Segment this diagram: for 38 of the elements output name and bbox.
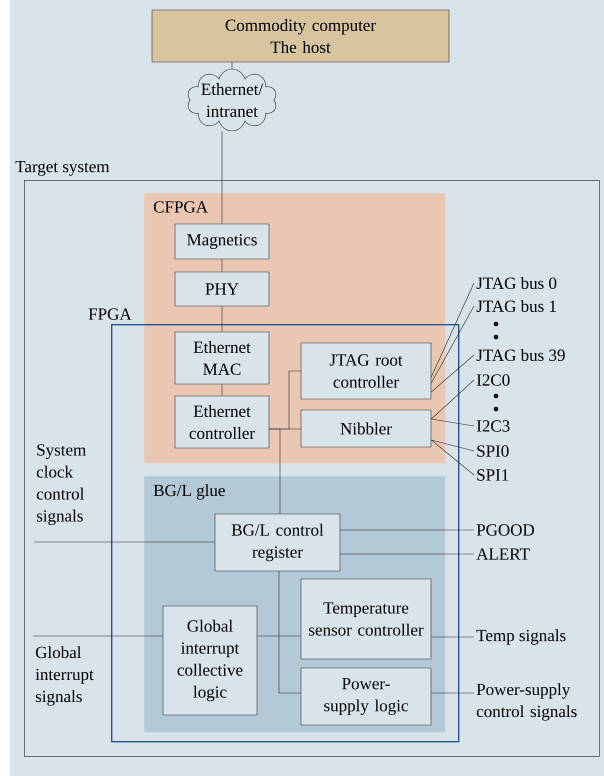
node-label: FPGA [88, 308, 132, 320]
signal-label: PGOOD [476, 524, 534, 536]
signal-label: Power-supply control signals [476, 683, 577, 721]
signal-label: I2C0 [476, 374, 510, 386]
block-box: Ethernet controller [174, 396, 270, 448]
block-box: BG/L control register [214, 514, 340, 572]
connector-line [431, 636, 474, 638]
connector-line [431, 282, 474, 378]
connector-line [431, 418, 474, 426]
signal-label: JTAG bus 39 [476, 349, 565, 361]
connector-line [269, 428, 280, 514]
connector-line [431, 306, 474, 384]
connector-line [431, 380, 474, 420]
block-box: Nibbler [300, 410, 432, 448]
network-cloud: Ethernet/ intranet [188, 68, 276, 132]
block-box: PHY [174, 272, 270, 306]
block-box: Global interrupt collective logic [162, 606, 258, 716]
node-label: Target system [16, 161, 110, 176]
signal-label: ALERT [476, 548, 530, 560]
signal-label: I2C3 [476, 420, 510, 432]
signal-label: SPI1 [477, 469, 508, 481]
block-box: Power-supply logic [300, 668, 432, 726]
signal-label: Global interrupt signals [36, 646, 94, 706]
block-box: Temperature sensor controller [300, 578, 432, 660]
connector-line [278, 571, 301, 694]
signal-label: System clock control signals [36, 444, 86, 526]
signal-label: JTAG bus 1 [476, 300, 556, 312]
block-box: JTAG root controller [300, 342, 432, 400]
connector-line [431, 354, 474, 392]
connector-line [431, 440, 474, 476]
signal-label: Temp signals [476, 629, 566, 645]
host-computer-box: Commodity computer The host [152, 10, 450, 62]
signal-label: JTAG bus 0 [476, 277, 556, 289]
signal-label: SPI0 [477, 445, 509, 457]
connector-line [431, 440, 474, 452]
block-box: Ethernet MAC [174, 332, 270, 384]
connector-line [431, 692, 474, 694]
block-box: Magnetics [174, 224, 270, 260]
